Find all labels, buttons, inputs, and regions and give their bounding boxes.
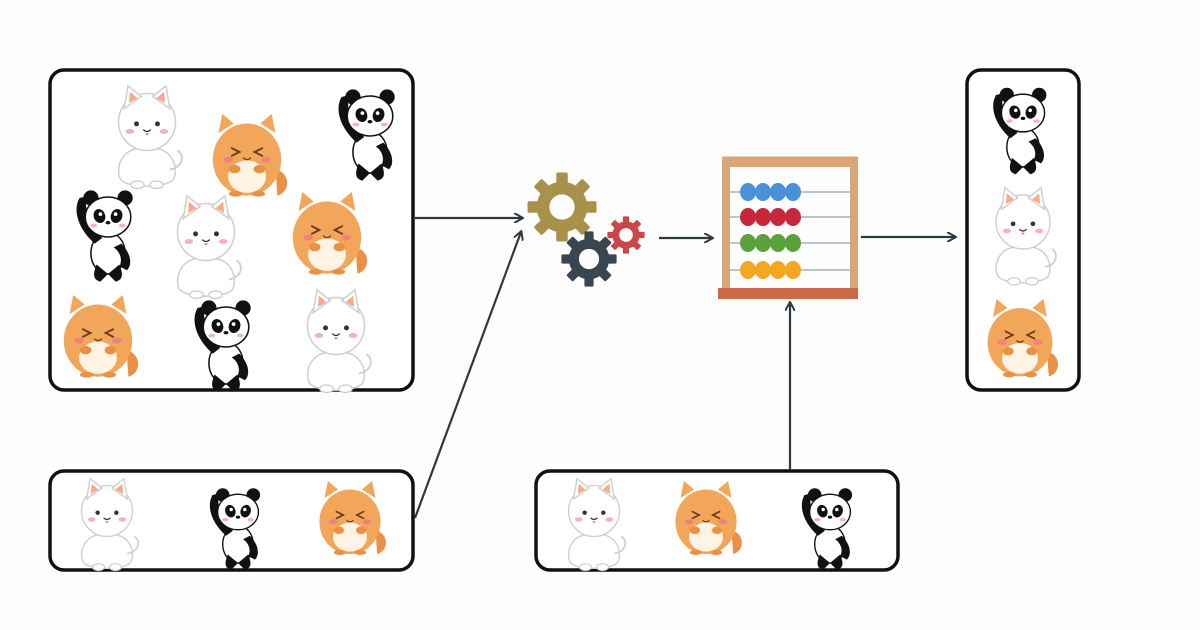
arrow-query-to-gears [413, 232, 521, 519]
gears-icon [527, 172, 645, 287]
abacus-icon [718, 156, 858, 299]
